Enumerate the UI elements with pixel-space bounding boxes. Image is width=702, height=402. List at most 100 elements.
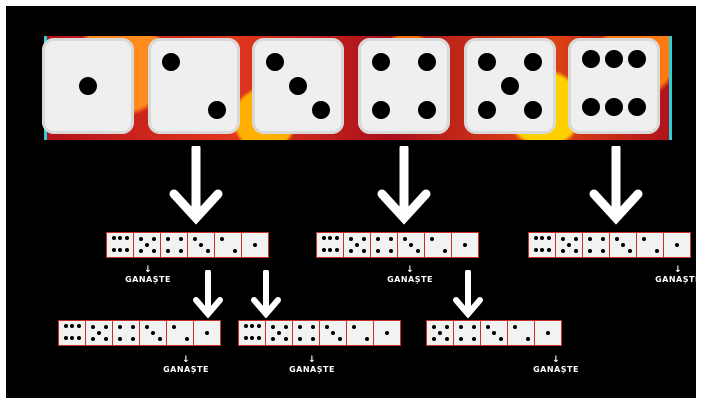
pip: [312, 101, 330, 119]
pip: [335, 248, 339, 252]
pip: [524, 101, 542, 119]
pip: [166, 237, 170, 241]
mini-die-face-5: [344, 233, 370, 257]
pip: [628, 249, 632, 253]
pip: [574, 249, 578, 253]
pip: [526, 337, 530, 341]
pip: [131, 325, 135, 329]
caption-row-4: ↓ GANAȘTE: [156, 356, 216, 374]
pip: [244, 336, 248, 340]
pip: [432, 337, 436, 341]
mini-die-face-4: [371, 233, 397, 257]
pip: [104, 325, 108, 329]
pip: [675, 243, 679, 247]
pip: [605, 50, 623, 68]
pip: [112, 248, 116, 252]
pip: [355, 243, 359, 247]
mini-die-face-3: [398, 233, 424, 257]
pip: [208, 101, 226, 119]
caption-text: GANAȘTE: [655, 275, 701, 284]
die-face-5: [464, 38, 556, 134]
pip: [376, 249, 380, 253]
pip: [534, 248, 538, 252]
pip: [284, 325, 288, 329]
mini-die-face-3: [610, 233, 636, 257]
caption-text: GANAȘTE: [163, 365, 209, 374]
dice-combination-row: [316, 232, 479, 258]
pip: [601, 237, 605, 241]
pip: [418, 53, 436, 71]
pip: [372, 101, 390, 119]
pip: [430, 237, 434, 241]
down-tick-icon: ↓: [156, 356, 216, 365]
pip: [271, 325, 275, 329]
caption-row-2: ↓ GANAȘTE: [380, 266, 440, 284]
pip: [642, 237, 646, 241]
pip: [362, 237, 366, 241]
pip: [582, 50, 600, 68]
caption-row-5: ↓ GANAȘTE: [282, 356, 342, 374]
caption-text: GANAȘTE: [125, 275, 171, 284]
mini-die-face-2: [215, 233, 241, 257]
mini-die-face-2: [347, 321, 373, 345]
pip: [365, 337, 369, 341]
mini-die-face-6: [239, 321, 265, 345]
pip: [125, 248, 129, 252]
mini-die-face-5: [86, 321, 112, 345]
pip: [118, 248, 122, 252]
pip: [352, 325, 356, 329]
pip: [64, 336, 68, 340]
pip: [91, 337, 95, 341]
pip: [463, 243, 467, 247]
pip: [145, 325, 149, 329]
dice-combination-row: [426, 320, 562, 346]
mini-die-face-1: [374, 321, 400, 345]
down-tick-icon: ↓: [648, 266, 702, 275]
pip: [179, 237, 183, 241]
pip: [158, 337, 162, 341]
pip: [349, 249, 353, 253]
pip: [445, 337, 449, 341]
pip: [418, 101, 436, 119]
pip: [567, 243, 571, 247]
mini-die-face-6: [59, 321, 85, 345]
pip: [322, 236, 326, 240]
arrow-down-icon: [452, 270, 484, 318]
pip: [438, 331, 442, 335]
pip: [432, 325, 436, 329]
mini-die-face-2: [425, 233, 451, 257]
mini-die-face-3: [320, 321, 346, 345]
pip: [139, 237, 143, 241]
caption-row-6: ↓ GANAȘTE: [526, 356, 586, 374]
dice-combination-row: [106, 232, 269, 258]
pip: [162, 53, 180, 71]
pip: [338, 337, 342, 341]
mini-die-face-4: [161, 233, 187, 257]
mini-die-face-2: [167, 321, 193, 345]
mini-die-face-1: [535, 321, 561, 345]
pip: [233, 249, 237, 253]
pip: [64, 324, 68, 328]
pip: [206, 249, 210, 253]
pip: [172, 325, 176, 329]
pip: [250, 324, 254, 328]
pip: [621, 243, 625, 247]
pip: [472, 337, 476, 341]
pip: [574, 237, 578, 241]
pip: [499, 337, 503, 341]
pip: [547, 236, 551, 240]
dice-combination-row: [238, 320, 401, 346]
pip: [459, 325, 463, 329]
arrow-down-icon: [168, 146, 224, 226]
mini-die-face-1: [664, 233, 690, 257]
pip: [605, 98, 623, 116]
pip: [257, 324, 261, 328]
pip: [205, 331, 209, 335]
pip: [253, 243, 257, 247]
pip: [322, 248, 326, 252]
pip: [524, 53, 542, 71]
pip: [70, 324, 74, 328]
mini-die-face-4: [454, 321, 480, 345]
pip: [152, 249, 156, 253]
pip: [588, 249, 592, 253]
